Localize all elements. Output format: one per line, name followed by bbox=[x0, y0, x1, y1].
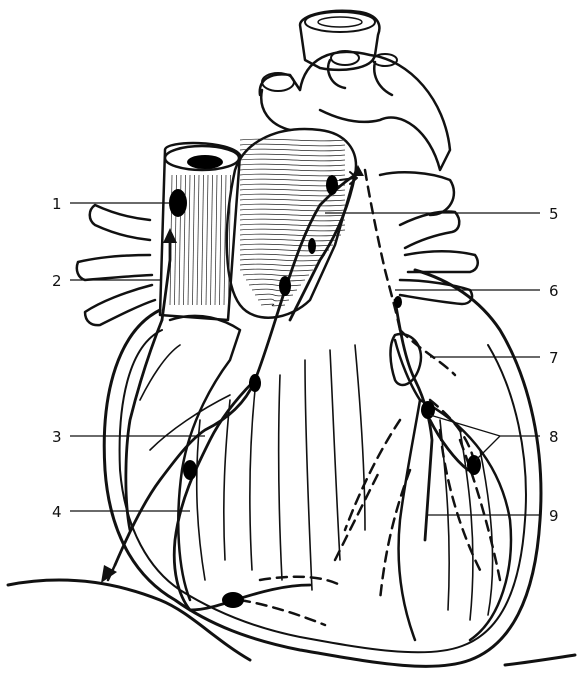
hatch-stroke bbox=[240, 214, 345, 216]
hatch-stroke bbox=[240, 209, 345, 211]
hatch-stroke bbox=[240, 199, 345, 201]
label-7: 7 bbox=[549, 349, 559, 367]
hatch-stroke bbox=[240, 154, 345, 156]
hatch-stroke bbox=[240, 224, 345, 226]
flow-arrows bbox=[101, 165, 364, 583]
apex-lobe bbox=[420, 400, 511, 640]
hatch-stroke bbox=[188, 175, 190, 305]
label-4: 4 bbox=[52, 503, 62, 521]
hatch-stroke bbox=[240, 139, 345, 141]
label-1: 1 bbox=[52, 195, 62, 213]
hatch-stroke bbox=[240, 254, 325, 256]
hatch-stroke bbox=[240, 229, 345, 231]
hatch-stroke bbox=[240, 219, 345, 221]
arrow-up-icon bbox=[163, 228, 177, 243]
label-6: 6 bbox=[549, 282, 559, 300]
label-5: 5 bbox=[549, 205, 559, 223]
ground-line-right bbox=[505, 655, 575, 665]
hatch-stroke bbox=[246, 279, 305, 281]
hatch-stroke bbox=[240, 169, 345, 171]
node-pa-1 bbox=[279, 276, 291, 296]
node-paratracheal bbox=[169, 189, 187, 217]
hatch-stroke bbox=[240, 264, 317, 266]
hatch-stroke bbox=[240, 204, 345, 206]
hatch-stroke bbox=[211, 175, 213, 305]
hatch-stroke bbox=[240, 234, 341, 236]
left-pulmonary-branches bbox=[380, 172, 478, 304]
label-9: 9 bbox=[549, 507, 559, 525]
node-rv-2 bbox=[183, 460, 197, 480]
arrow-up-small-icon bbox=[352, 165, 364, 176]
node-auricle bbox=[394, 296, 402, 308]
hatch-stroke bbox=[197, 175, 199, 305]
hatch-stroke bbox=[240, 174, 345, 176]
hatch-stroke bbox=[240, 269, 313, 271]
hatch-stroke bbox=[220, 175, 222, 305]
node-apex bbox=[222, 592, 244, 608]
hatch-stroke bbox=[193, 175, 195, 305]
hatch-stroke bbox=[206, 175, 208, 305]
pulmonary-trunk bbox=[227, 129, 356, 318]
node-rv-1 bbox=[249, 374, 261, 392]
node-pa-2 bbox=[308, 238, 316, 254]
hatch-stroke bbox=[240, 244, 333, 246]
right-pulmonary-branches bbox=[77, 205, 155, 325]
ground-line bbox=[8, 580, 250, 660]
hatch-stroke bbox=[202, 175, 204, 305]
hatch-stroke bbox=[240, 149, 345, 151]
hatch-stroke bbox=[240, 144, 345, 146]
hatch-stroke bbox=[243, 274, 309, 276]
hatch-stroke bbox=[258, 299, 289, 301]
label-2: 2 bbox=[52, 272, 62, 290]
hatch-stroke bbox=[240, 164, 345, 166]
hatch-stroke bbox=[240, 259, 321, 261]
label-8: 8 bbox=[549, 428, 559, 446]
aortic-arch bbox=[260, 11, 450, 170]
right-ventricle bbox=[170, 316, 240, 600]
hatch-stroke bbox=[240, 249, 329, 251]
node-pretracheal bbox=[326, 175, 338, 195]
hatch-stroke bbox=[249, 284, 301, 286]
hatch-stroke bbox=[240, 159, 345, 161]
label-3: 3 bbox=[52, 428, 62, 446]
hatch-stroke bbox=[240, 239, 337, 241]
brachiocephalic-trunk bbox=[300, 11, 379, 70]
hatch-stroke bbox=[215, 175, 217, 305]
